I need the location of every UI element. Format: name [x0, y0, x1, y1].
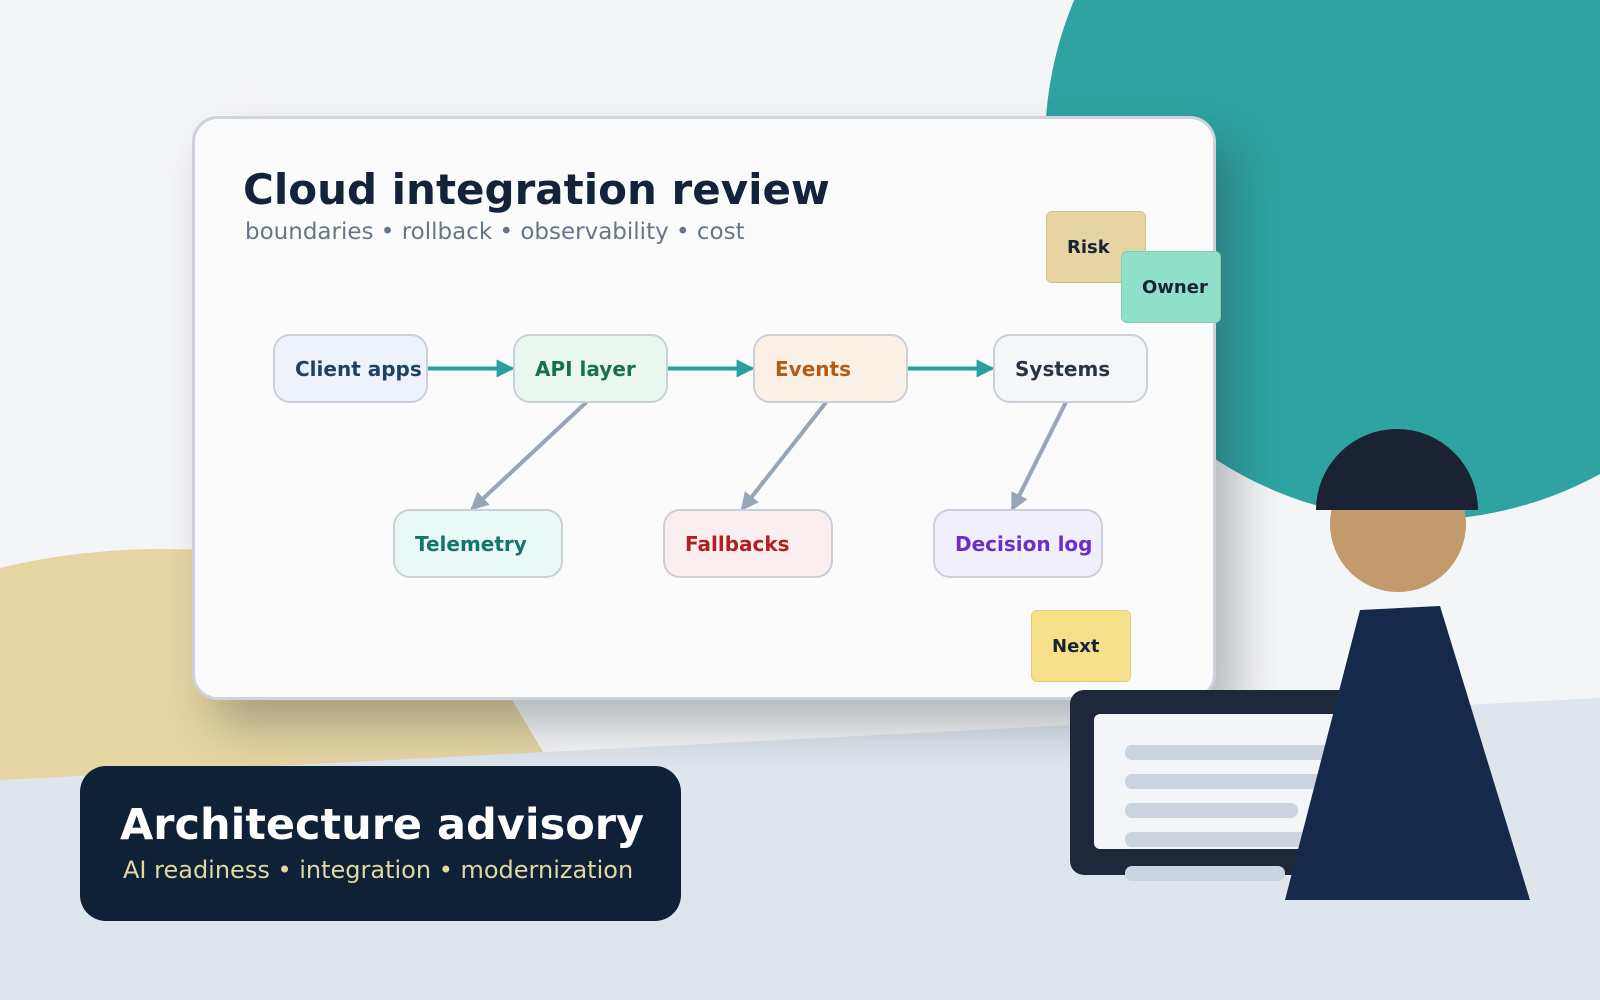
advisory-banner: Architecture advisory AI readiness • int…	[80, 766, 681, 921]
person-hair	[1316, 429, 1478, 510]
node-api-layer: API layer	[513, 334, 668, 403]
node-systems-label: Systems	[1015, 356, 1111, 381]
node-telemetry-label: Telemetry	[415, 531, 527, 556]
node-decision-log: Decision log	[933, 509, 1103, 578]
screen-line	[1125, 745, 1335, 760]
person-body	[1285, 606, 1530, 900]
screen-line	[1125, 803, 1298, 818]
node-fallbacks: Fallbacks	[663, 509, 833, 578]
sticky-next[interactable]: Next	[1031, 610, 1131, 682]
banner-title: Architecture advisory	[120, 800, 644, 850]
screen-line	[1125, 832, 1335, 847]
edge-api-layer-to-telemetry	[470, 401, 588, 511]
sticky-owner[interactable]: Owner	[1121, 251, 1221, 323]
node-telemetry: Telemetry	[393, 509, 563, 578]
node-events-label: Events	[775, 356, 851, 381]
edge-systems-to-decision-log	[1011, 401, 1068, 512]
screen-line	[1125, 774, 1335, 789]
node-fallbacks-label: Fallbacks	[685, 531, 790, 556]
node-systems: Systems	[993, 334, 1148, 403]
sticky-next-label: Next	[1052, 635, 1100, 657]
board-title: Cloud integration review	[243, 165, 830, 214]
node-events: Events	[753, 334, 908, 403]
sticky-owner-label: Owner	[1142, 276, 1208, 298]
sticky-risk[interactable]: Risk	[1046, 211, 1146, 283]
screen-line	[1125, 866, 1285, 881]
banner-subtitle: AI readiness • integration • modernizati…	[123, 856, 634, 884]
node-decision-log-label: Decision log	[955, 531, 1093, 556]
node-client-apps-label: Client apps	[295, 356, 422, 381]
sticky-risk-label: Risk	[1067, 236, 1110, 258]
node-client-apps: Client apps	[273, 334, 428, 403]
edge-events-to-fallbacks	[740, 401, 828, 511]
board-subtitle: boundaries • rollback • observability • …	[245, 219, 745, 245]
diagram-connectors	[426, 359, 1068, 512]
node-api-layer-label: API layer	[535, 356, 636, 381]
whiteboard-card: Cloud integration review boundaries • ro…	[192, 116, 1221, 700]
advisor-illustration	[1070, 429, 1530, 900]
